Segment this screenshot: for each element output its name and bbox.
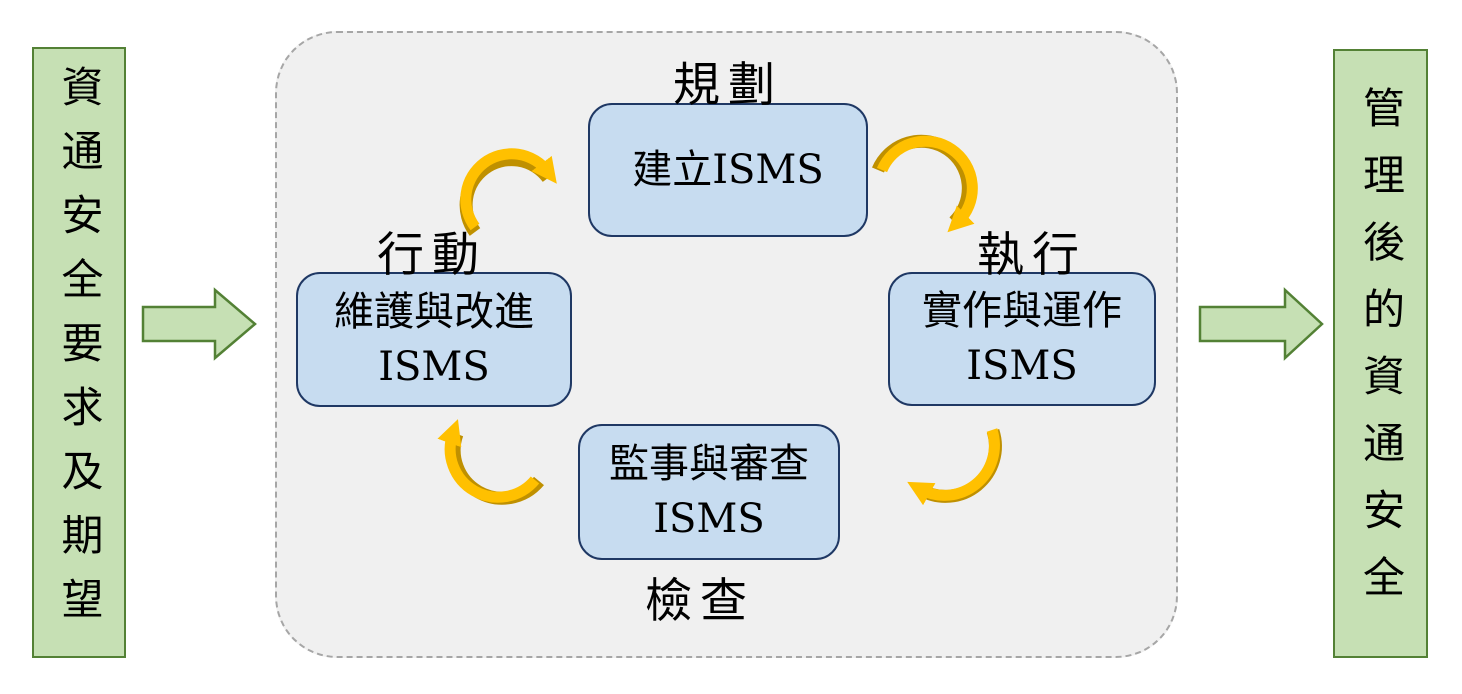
- stage-label-check: 檢查: [645, 574, 755, 629]
- stage-label-plan: 規劃: [673, 58, 783, 113]
- process-box-establish-isms: 建立ISMS: [588, 103, 868, 237]
- output-managed-security-label: 管理後的資通安全: [1356, 85, 1406, 622]
- input-requirements-label: 資通安全要求及期望: [55, 64, 104, 641]
- process-box-implement-operate-isms: 實作與運作 ISMS: [888, 272, 1156, 406]
- stage-label-act: 行動: [377, 228, 487, 283]
- process-box-implement-operate-line2: ISMS: [966, 343, 1078, 389]
- process-box-establish-isms-text: 建立ISMS: [632, 146, 824, 193]
- process-box-implement-operate-line1: 實作與運作: [922, 288, 1122, 334]
- process-box-maintain-improve-line2: ISMS: [378, 343, 490, 390]
- process-box-maintain-improve-isms: 維護與改進 ISMS: [296, 272, 572, 407]
- stage-label-do: 執行: [977, 228, 1087, 283]
- flow-arrow-output-icon: [1198, 287, 1324, 361]
- input-requirements-panel: 資通安全要求及期望: [32, 47, 126, 658]
- process-box-maintain-improve-line1: 維護與改進: [334, 288, 534, 335]
- process-box-monitor-review-line1: 監事與審查: [609, 441, 809, 487]
- process-box-monitor-review-isms: 監事與審查 ISMS: [578, 424, 840, 560]
- output-managed-security-panel: 管理後的資通安全: [1333, 49, 1428, 658]
- flow-arrow-input-icon: [141, 287, 257, 361]
- process-box-monitor-review-line2: ISMS: [653, 496, 765, 542]
